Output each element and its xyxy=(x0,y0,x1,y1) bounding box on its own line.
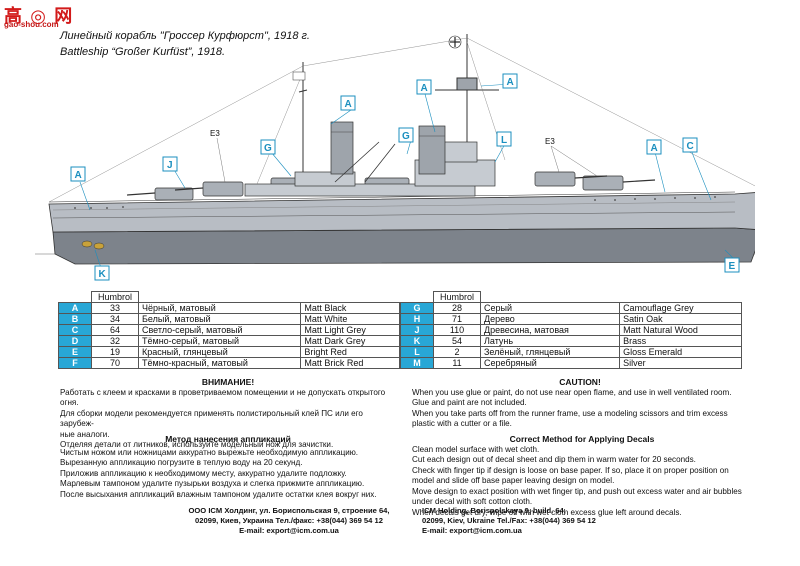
callout-l: L xyxy=(496,131,512,147)
callout-a-mainmast: A xyxy=(340,95,356,111)
turret-aft-2 xyxy=(202,181,244,197)
turret-fore-1 xyxy=(534,171,576,187)
svg-text:E: E xyxy=(729,261,736,272)
label-e3-aft: E3 xyxy=(210,129,220,138)
callout-g-aft: G xyxy=(260,139,276,155)
table-header: Humbrol xyxy=(91,291,139,303)
propeller-rudder xyxy=(81,240,105,250)
ensign-flag xyxy=(292,71,306,81)
svg-text:A: A xyxy=(345,99,352,110)
svg-text:A: A xyxy=(651,143,658,154)
callout-a-stern: A xyxy=(70,166,86,182)
caution-en-block: CAUTION! When you use glue or paint, do … xyxy=(412,377,748,430)
funnel-aft xyxy=(330,121,354,175)
title-en: Battleship “Großer Kurfüst”, 1918. xyxy=(60,46,226,58)
svg-text:A: A xyxy=(75,170,82,181)
superstructure-deck xyxy=(244,183,476,197)
warning-ru-title: ВНИМАНИЕ! xyxy=(201,377,255,387)
iron-cross-icon xyxy=(448,35,462,49)
callout-a-funnel: A xyxy=(416,79,432,95)
armor-belt-line xyxy=(52,211,736,219)
decals-ru-title: Метод нанесения аппликаций xyxy=(165,434,291,444)
turret-aft-1 xyxy=(154,187,194,201)
svg-text:G: G xyxy=(264,143,272,154)
svg-text:K: K xyxy=(99,269,107,280)
callout-c: C xyxy=(682,137,698,153)
turret-fore-2 xyxy=(582,175,624,191)
svg-text:L: L xyxy=(501,135,507,146)
portholes xyxy=(74,196,716,209)
callout-a-foremast: A xyxy=(502,73,518,89)
decals-en-title: Correct Method for Applying Decals xyxy=(509,434,655,444)
callout-k: K xyxy=(94,265,110,281)
address-en: ICM Holding, Borispolskaya 9, build. 64,… xyxy=(422,506,596,535)
caution-en-title: CAUTION! xyxy=(559,377,601,387)
svg-text:C: C xyxy=(687,141,694,152)
ship-profile-drawing: E3 E3 A J G A A A G L A C E K xyxy=(35,34,755,281)
table-header: Humbrol xyxy=(433,291,481,303)
label-e3-fore: E3 xyxy=(545,137,555,146)
warning-ru-block: ВНИМАНИЕ! Работать с клеем и красками в … xyxy=(60,377,396,451)
address-ru: ООО ICM Холдинг, ул. Бориспольская 9, ст… xyxy=(188,506,390,535)
callout-e: E xyxy=(724,257,740,273)
watermark-url: gao-shou.com xyxy=(4,20,59,29)
upper-hull xyxy=(48,192,755,233)
funnel-fore xyxy=(418,125,446,175)
svg-text:J: J xyxy=(167,160,173,171)
svg-text:A: A xyxy=(421,83,428,94)
watermark-logo: 高 ◎ 网 gao-shou.com xyxy=(4,6,92,29)
watermark-text: 高 ◎ 网 xyxy=(4,6,74,27)
callout-j: J xyxy=(162,156,178,172)
decals-ru-block: Метод нанесения аппликаций Чистым ножом … xyxy=(60,434,396,500)
callout-g-fore: G xyxy=(398,127,414,143)
svg-text:A: A xyxy=(507,77,514,88)
decals-en-block: Correct Method for Applying Decals Clean… xyxy=(412,434,752,518)
lower-hull xyxy=(52,227,755,265)
title-ru: Линейный корабль "Гроссер Курфюрст", 191… xyxy=(60,30,310,42)
svg-text:G: G xyxy=(402,131,410,142)
callout-a-bow: A xyxy=(646,139,662,155)
